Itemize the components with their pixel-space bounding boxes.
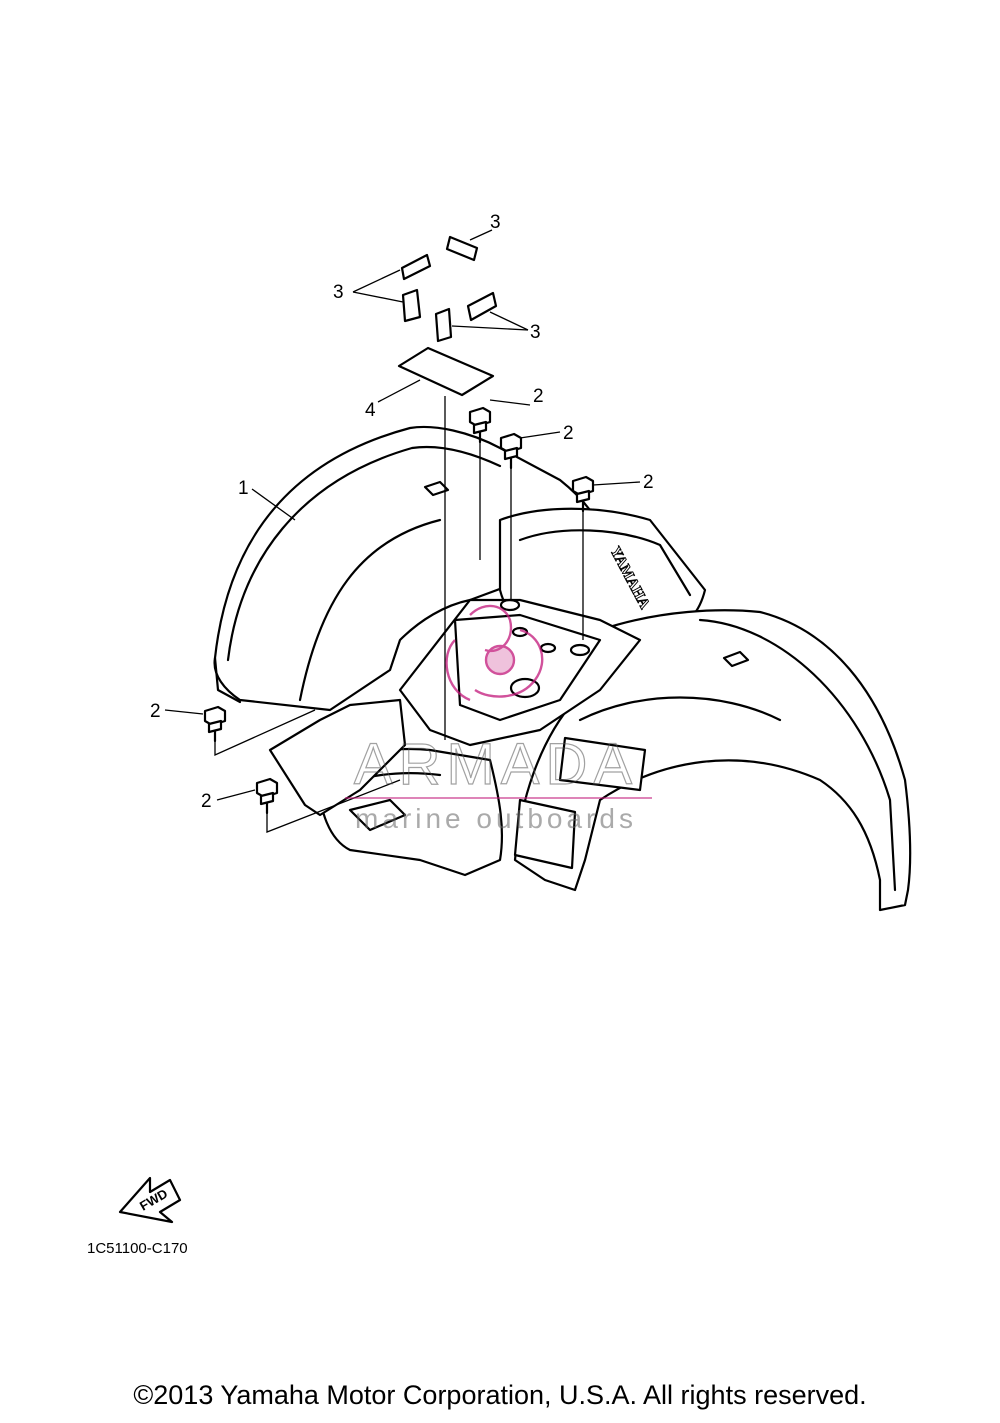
reflector-plate[interactable] <box>397 346 495 397</box>
reflectors[interactable] <box>400 235 498 343</box>
diagram-code: 1C51100-C170 <box>87 1240 188 1257</box>
callout-3: 3 <box>490 212 501 233</box>
callout-2: 2 <box>643 472 654 493</box>
callout-1: 1 <box>238 478 249 499</box>
bolt[interactable] <box>468 406 492 444</box>
rear-fender[interactable]: YAMAHA <box>213 425 912 912</box>
copyright-notice: ©2013 Yamaha Motor Corporation, U.S.A. A… <box>133 1380 867 1410</box>
callout-3: 3 <box>333 282 344 303</box>
callout-2: 2 <box>201 791 212 812</box>
watermark: ARMADA marine outboards <box>345 604 652 834</box>
callout-2: 2 <box>150 701 161 722</box>
callout-2: 2 <box>563 423 574 444</box>
watermark-brand: ARMADA <box>354 732 638 797</box>
callout-labels: 1 2 2 2 2 2 3 3 3 4 <box>150 212 654 812</box>
bolt[interactable] <box>203 705 227 743</box>
callout-2: 2 <box>533 386 544 407</box>
fwd-arrow-icon: FWD <box>118 1176 182 1224</box>
bolt[interactable] <box>255 777 279 815</box>
callout-3: 3 <box>530 322 541 343</box>
bolt[interactable] <box>499 432 523 470</box>
watermark-tagline: marine outboards <box>355 803 637 834</box>
callout-4: 4 <box>365 400 376 421</box>
bolt[interactable] <box>571 475 595 513</box>
watermark-logo-mark <box>445 604 544 702</box>
